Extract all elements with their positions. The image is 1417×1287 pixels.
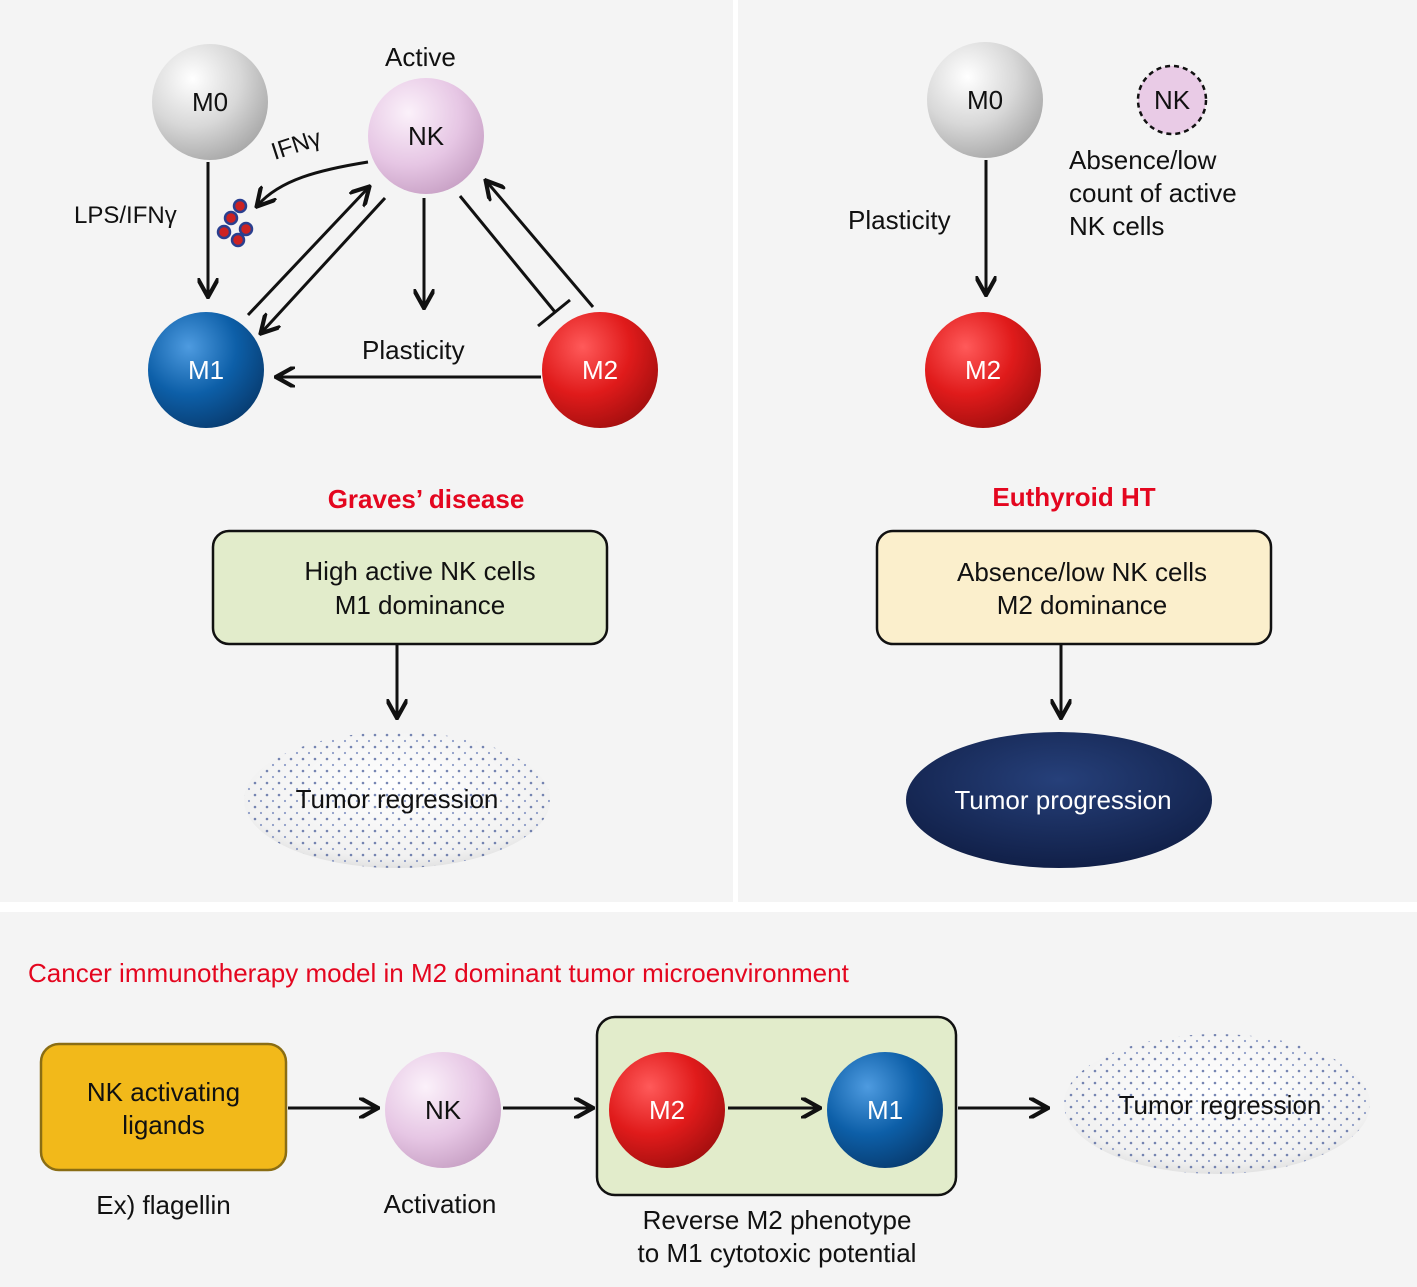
m2-label-right: M2 [964,355,1002,385]
m1-label-left: M1 [187,355,225,385]
m0-cell-right [927,42,1043,158]
m0-cell-left [152,44,268,160]
ligand-line2: ligands [122,1110,205,1140]
right-box-line2: M2 dominance [996,590,1168,620]
activation-label: Activation [383,1189,497,1219]
nk-note-line3: NK cells [1069,211,1165,241]
m2-label-bottom: M2 [648,1095,686,1125]
m2-cell-bottom [609,1052,725,1168]
arrow-m1-to-nk [246,188,368,317]
left-box-line2: M1 dominance [334,590,506,620]
ligand-line1: NK activating [86,1077,241,1107]
reverse-line1: Reverse M2 phenotype [642,1205,912,1235]
nk-note-line2: count of active [1069,178,1237,208]
lps-ifn-label: LPS/IFNγ [74,202,177,229]
nk-label-left: NK [407,121,445,151]
m1-label-bottom: M1 [866,1095,904,1125]
m1-cell-bottom [827,1052,943,1168]
left-box-line1: High active NK cells [304,556,536,586]
arrow-m2-to-nk [487,182,595,308]
ligand-box [39,1042,288,1172]
tumor-regression-label-bottom: Tumor regression [1118,1090,1322,1120]
inhibit-bar [537,298,571,328]
m2-cell-left [542,312,658,428]
left-summary-box [211,529,609,646]
nk-cell-right [1136,64,1208,136]
tumor-progression-label: Tumor progression [954,785,1172,815]
nk-cell-left [368,78,484,194]
m2-cell-right [925,312,1041,428]
inhibit-nk-to-m2 [458,195,557,313]
active-label: Active [385,42,456,72]
nk-note-line1: Absence/low [1069,145,1217,175]
bottom-title: Cancer immunotherapy model in M2 dominan… [28,958,849,988]
ifn-dots [216,198,254,248]
graves-disease-title: Graves’ disease [327,484,525,514]
m0-label-left: M0 [191,87,229,117]
tumor-progression-ellipse [906,732,1212,868]
right-summary-box [875,529,1273,646]
plasticity-label-right: Plasticity [848,205,951,235]
reverse-line2: to M1 cytotoxic potential [637,1238,917,1268]
nk-label-right: NK [1153,85,1191,115]
right-box-line1: Absence/low NK cells [957,557,1207,587]
m0-label-right: M0 [966,85,1004,115]
m2-label-left: M2 [581,355,619,385]
nk-label-bottom: NK [424,1095,462,1125]
euthyroid-ht-title: Euthyroid HT [992,482,1156,512]
tumor-regression-label-left: Tumor regression [295,784,499,814]
arrow-nk-to-m1 [262,196,387,332]
nk-cell-bottom [385,1052,501,1168]
m1-cell-left [148,312,264,428]
ligand-example: Ex) flagellin [96,1190,231,1220]
arrow-nk-ifn [258,160,369,205]
plasticity-label-left: Plasticity [362,335,465,365]
